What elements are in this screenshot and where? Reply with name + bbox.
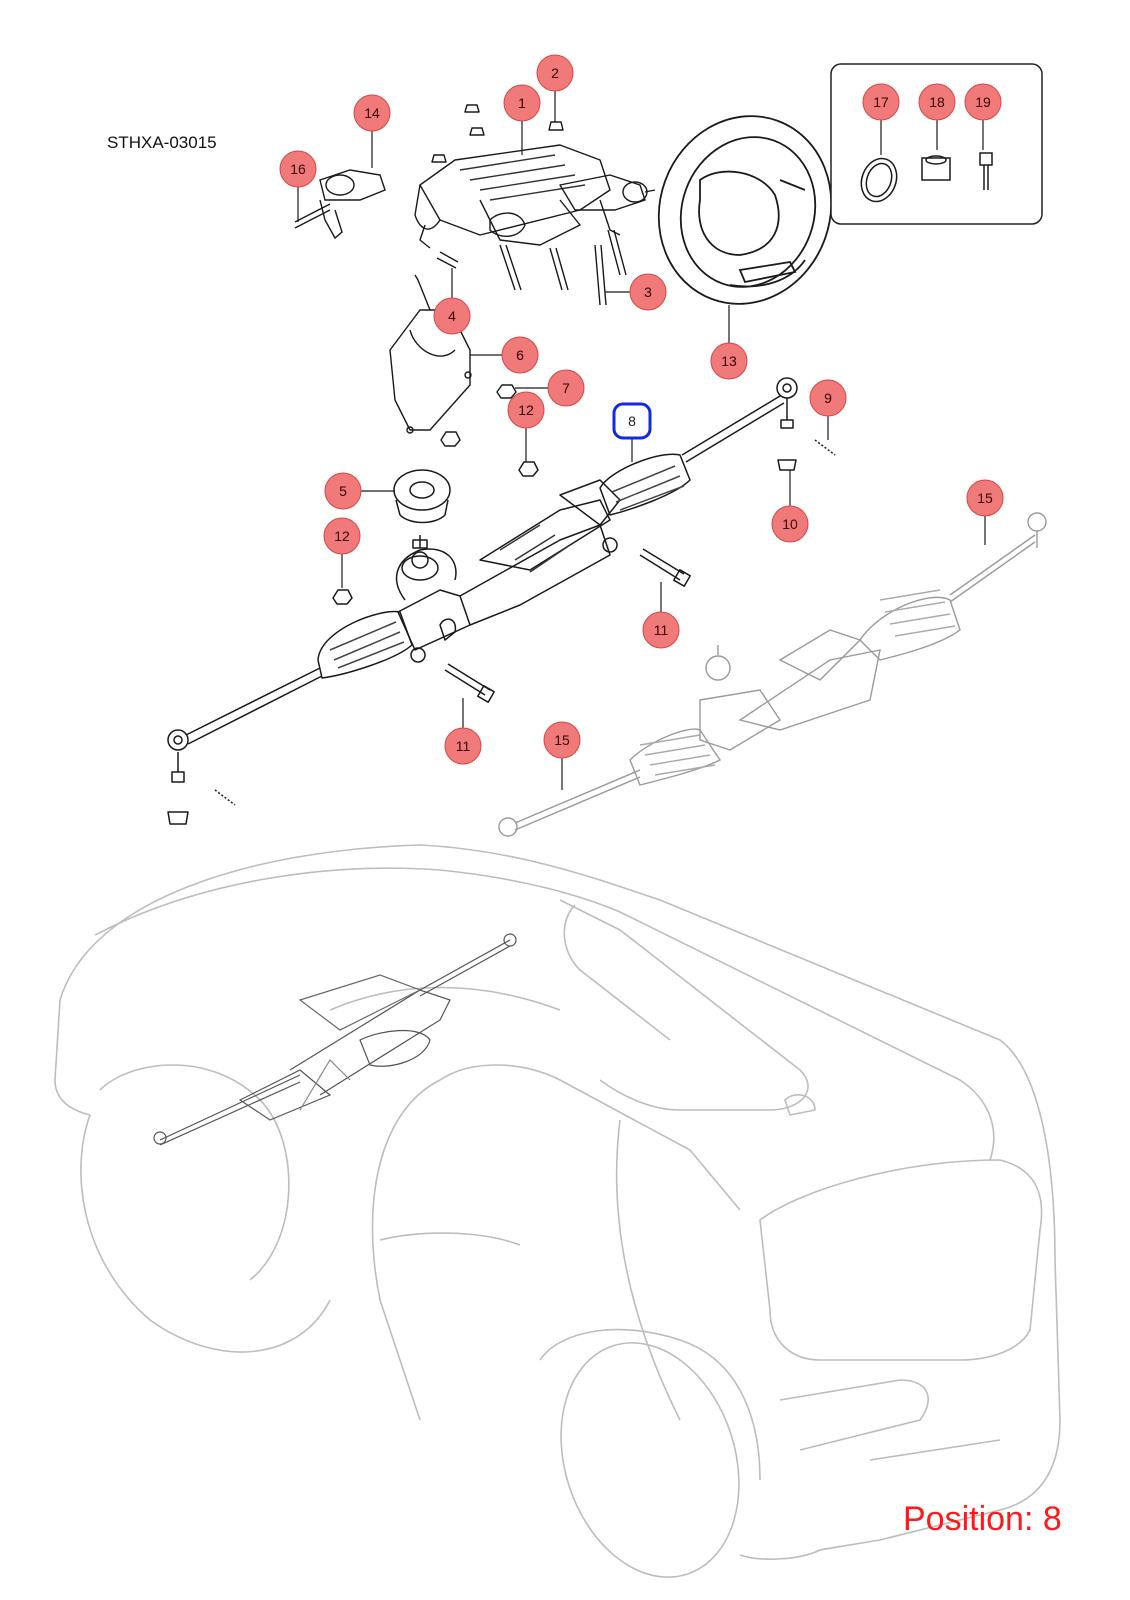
callout-11-right[interactable]: 11 — [642, 611, 680, 649]
callout-17-label: 17 — [873, 94, 889, 110]
callout-15-left[interactable]: 15 — [543, 721, 581, 759]
rack-ghost-view — [498, 512, 1047, 837]
callout-16[interactable]: 16 — [279, 150, 317, 188]
callout-10-label: 10 — [782, 516, 798, 532]
callout-11-right-label: 11 — [654, 622, 669, 638]
steering-column — [389, 104, 656, 447]
callout-5[interactable]: 5 — [324, 472, 362, 510]
callout-19-label: 19 — [975, 94, 991, 110]
callout-19[interactable]: 19 — [964, 83, 1002, 121]
callout-17[interactable]: 17 — [862, 83, 900, 121]
steering-wheel — [657, 115, 833, 305]
callout-2[interactable]: 2 — [536, 54, 574, 92]
vehicle-rack-overlay — [153, 933, 517, 1146]
callout-18[interactable]: 18 — [918, 83, 956, 121]
callout-18-label: 18 — [929, 94, 945, 110]
diagram-code: STHXA-03015 — [107, 133, 217, 152]
callout-6[interactable]: 6 — [501, 336, 539, 374]
intermediate-shaft — [294, 169, 386, 240]
callouts: 1 2 3 4 5 6 7 8 9 10 11 11 12 12 13 14 1… — [279, 54, 1004, 765]
selected-highlight — [612, 402, 652, 440]
callout-2-label: 2 — [551, 65, 559, 81]
position-label: Position: 8 — [903, 1500, 1062, 1538]
callout-14[interactable]: 14 — [353, 94, 391, 132]
callout-13[interactable]: 13 — [710, 342, 748, 380]
callout-8[interactable]: 8 — [612, 402, 652, 440]
callout-15-left-label: 15 — [554, 732, 570, 748]
callout-7-label: 7 — [562, 380, 570, 396]
callout-9-label: 9 — [824, 390, 832, 406]
callout-13-label: 13 — [721, 353, 737, 369]
steering-rack-assembly — [167, 377, 836, 825]
callout-12-right[interactable]: 12 — [507, 391, 545, 429]
callout-15-right-label: 15 — [977, 490, 993, 506]
callout-12-right-label: 12 — [518, 402, 534, 418]
callout-16-label: 16 — [290, 161, 306, 177]
callout-4[interactable]: 4 — [433, 297, 471, 335]
callout-10[interactable]: 10 — [771, 505, 809, 543]
callout-11-left[interactable]: 11 — [444, 727, 482, 765]
leader-lines — [297, 91, 986, 790]
callout-3-label: 3 — [644, 284, 652, 300]
callout-4-label: 4 — [448, 308, 456, 324]
callout-3[interactable]: 3 — [629, 273, 667, 311]
callout-6-label: 6 — [516, 347, 524, 363]
callout-15-right[interactable]: 15 — [966, 479, 1004, 517]
callout-14-label: 14 — [364, 105, 380, 121]
callout-12-left-label: 12 — [334, 528, 350, 544]
callout-5-label: 5 — [339, 483, 347, 499]
callout-12-left[interactable]: 12 — [323, 517, 361, 555]
callout-11-left-label: 11 — [456, 738, 471, 754]
callout-1[interactable]: 1 — [503, 84, 541, 122]
callout-7[interactable]: 7 — [547, 369, 585, 407]
vehicle-outline — [54, 844, 1061, 1578]
callout-1-label: 1 — [518, 95, 526, 111]
callout-9[interactable]: 9 — [809, 379, 847, 417]
callout-8-label: 8 — [628, 413, 636, 429]
